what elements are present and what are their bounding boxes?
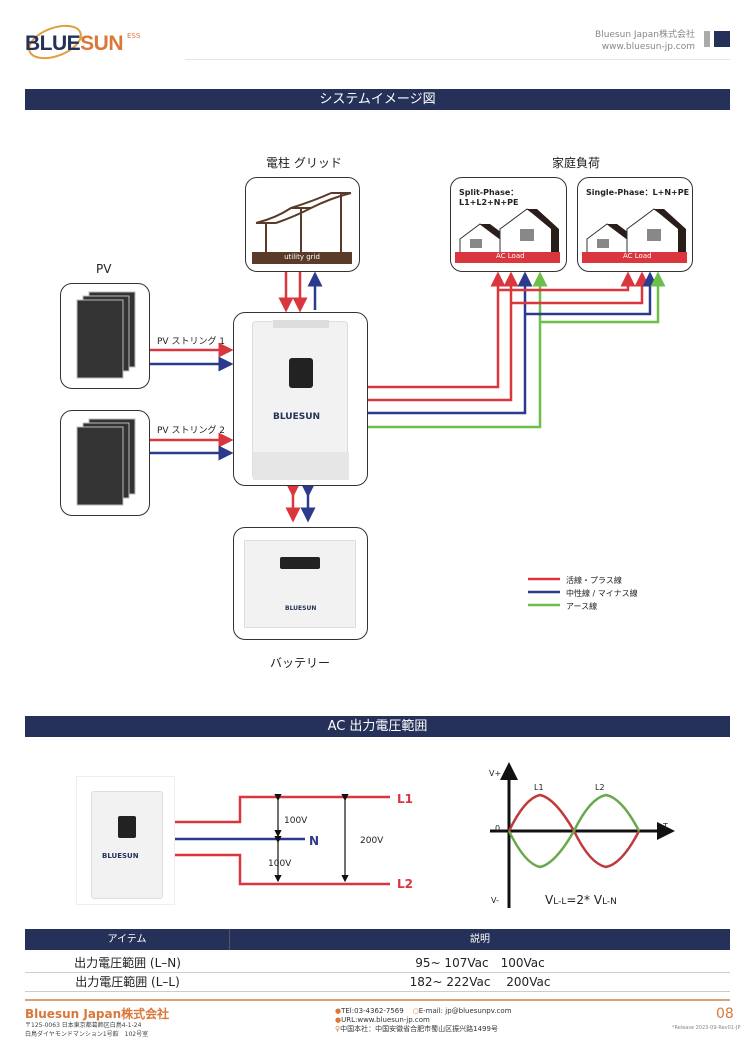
- axis-t: T: [663, 822, 668, 831]
- col-description: 説明: [470, 934, 490, 945]
- axis-vminus: V-: [491, 896, 499, 905]
- section-title-system: システムイメージ図: [25, 89, 730, 110]
- split-phase-label: Split-Phase：L1+L2+N+PE: [459, 188, 519, 207]
- table-row: 出力電圧範囲 (L–N)95~ 107Vac 100Vac: [25, 954, 730, 973]
- sine-wave-chart: [490, 762, 675, 908]
- header-decor: [714, 31, 730, 47]
- pv-string-1-label: PV ストリング 1: [157, 337, 226, 347]
- legend-live: 活線・プラス線: [566, 576, 622, 585]
- formula: VL-L=2* VL-N: [545, 893, 617, 907]
- axis-vplus: V+: [489, 769, 502, 778]
- inverter-box: BLUESUN: [233, 312, 368, 486]
- battery-box: BLUESUN: [233, 527, 368, 640]
- wave-l2-label: L2: [595, 783, 605, 792]
- n-label: N: [309, 834, 320, 848]
- battery-label: バッテリー: [270, 656, 331, 670]
- utility-pole-icon: [252, 192, 352, 264]
- bluesun-logo: BLUESUN ESS: [25, 22, 155, 62]
- wave-l1-label: L1: [534, 783, 544, 792]
- tel: TEl:03-4362-7569: [341, 1007, 404, 1015]
- wiring-diagram: [150, 271, 666, 607]
- grid-caption: utility grid: [284, 253, 320, 261]
- pv-panel-box-2: [60, 410, 150, 516]
- divider: [185, 59, 730, 60]
- load-wire-l2: [368, 271, 519, 402]
- company-name: Bluesun Japan株式会社: [595, 30, 695, 40]
- load-label: 家庭負荷: [552, 156, 601, 170]
- single-phase-label: Single-Phase：L+N+PE: [586, 188, 690, 197]
- legend-neutral: 中性線 / マイナス線: [566, 589, 638, 598]
- header-decor: [704, 31, 710, 47]
- hq-address: 中国本社：中国安徽省合肥市蜀山区振兴路1499号: [340, 1025, 498, 1033]
- page-number: 08: [716, 1006, 734, 1022]
- footer-divider: [25, 999, 730, 1001]
- inverter-image: BLUESUN: [252, 320, 349, 480]
- solar-panel-icon: [76, 291, 136, 379]
- inverter-photo: BLUESUN: [76, 776, 175, 905]
- footer-contact: ●TEl:03-4362-7569 ○E-mail: jp@bluesunpv.…: [335, 1007, 512, 1033]
- col-item: アイテム: [25, 929, 230, 950]
- legend-earth: アース線: [566, 602, 598, 611]
- split-phase-box: Split-Phase：L1+L2+N+PE AC Load: [450, 177, 567, 272]
- voltage-200v: 200V: [360, 836, 384, 846]
- l2-label: L2: [397, 877, 413, 891]
- axis-zero: 0: [495, 824, 501, 833]
- voltage-100v-upper: 100V: [284, 816, 308, 826]
- url[interactable]: URL:www.bluesun-jp.com: [341, 1016, 430, 1024]
- table-header: アイテム 説明: [25, 929, 730, 950]
- header-contact: Bluesun Japan株式会社 www.bluesun-jp.com: [595, 29, 695, 53]
- house-icon: [455, 208, 560, 263]
- pv-string-2-label: PV ストリング 2: [157, 426, 226, 436]
- pv-label: PV: [96, 262, 112, 276]
- email[interactable]: E-mail: jp@bluesunpv.com: [418, 1007, 512, 1015]
- load-wire-pe: [368, 271, 548, 429]
- l2-wire: [175, 853, 390, 886]
- load-wire-n: [368, 271, 533, 415]
- release-note: *Release 2023-09-Rev01-JP: [672, 1025, 741, 1031]
- grid-label: 電柱 グリッド: [266, 156, 342, 170]
- l2-wave: [507, 793, 641, 869]
- voltage-diagram: [175, 762, 675, 908]
- load-wire-l1: [368, 271, 506, 389]
- single-phase-box: Single-Phase：L+N+PE AC Load: [577, 177, 693, 272]
- table-row: 出力電圧範囲 (L–L)182~ 222Vac 200Vac: [25, 973, 730, 992]
- grid-box: utility grid: [245, 177, 360, 272]
- house-icon: [582, 208, 687, 263]
- section-title-ac-output: AC 出力電圧範囲: [25, 716, 730, 737]
- footer-company: Bluesun Japan株式会社: [25, 1007, 170, 1021]
- legend: 活線・プラス線 中性線 / マイナス線 アース線: [566, 574, 638, 613]
- l1-label: L1: [397, 792, 413, 806]
- solar-panel-icon: [76, 418, 136, 506]
- ac-load-label: AC Load: [496, 252, 525, 260]
- l1-wire: [175, 795, 390, 824]
- website: www.bluesun-jp.com: [601, 42, 695, 52]
- voltage-100v-lower: 100V: [268, 859, 292, 869]
- battery-image: BLUESUN: [244, 540, 356, 628]
- pv-panel-box-1: [60, 283, 150, 389]
- ac-load-label: AC Load: [623, 252, 652, 260]
